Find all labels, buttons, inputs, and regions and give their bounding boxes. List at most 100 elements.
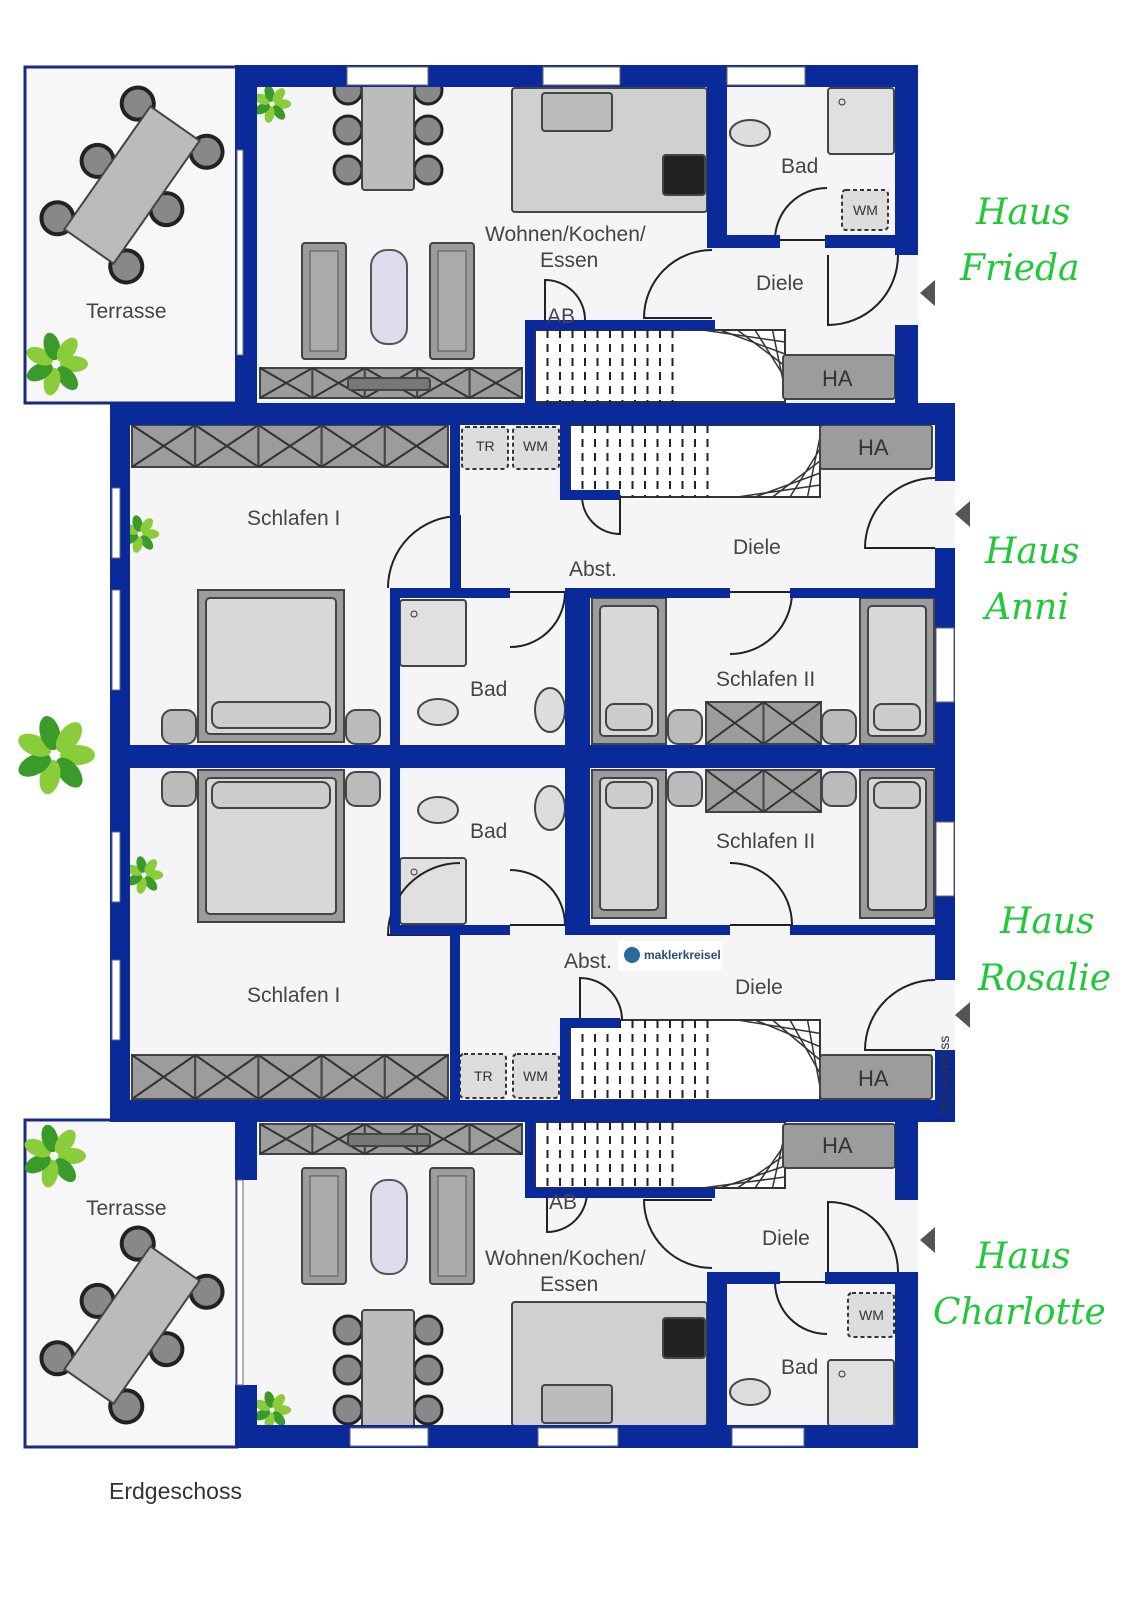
chair (412, 154, 444, 186)
stair-step (702, 1176, 786, 1189)
furniture (18, 69, 970, 1431)
wall (565, 588, 590, 748)
armchair-seat (309, 250, 339, 352)
wall (895, 1120, 918, 1200)
nightstand (161, 771, 197, 807)
chair (332, 1394, 364, 1426)
house-name-2: Charlotte (933, 1292, 1106, 1333)
leaf (264, 85, 275, 102)
room-label-living-2: Essen (540, 1273, 598, 1296)
wall (525, 320, 535, 405)
window (726, 66, 806, 86)
plant-icon (254, 1391, 292, 1429)
wardrobe-cross (257, 1054, 323, 1100)
chair (412, 1314, 444, 1346)
room-label-hall: Diele (756, 272, 804, 295)
wall (390, 588, 510, 598)
wall (235, 1120, 257, 1180)
wall (110, 403, 955, 425)
wardrobe-cross (469, 367, 523, 399)
label-wm: WM (859, 1307, 884, 1323)
drain-icon (410, 610, 418, 618)
entry-door-swing (827, 1200, 899, 1273)
nightstand (821, 771, 857, 807)
armchair-seat (309, 1175, 339, 1277)
window (236, 149, 244, 356)
wardrobe (131, 1054, 449, 1100)
floor-label: Erdgeschoss (109, 1478, 242, 1504)
door-swing (729, 862, 794, 926)
wardrobe (705, 701, 822, 745)
wall (390, 588, 400, 748)
wall (450, 935, 460, 1100)
wall (707, 235, 780, 248)
wardrobe-cross (259, 1123, 313, 1155)
coffee-table (370, 249, 408, 345)
dryer-icon (461, 426, 509, 470)
house-rosalie: Schlafen I Schlafen II Bad Diele Abst. H… (247, 820, 1111, 1091)
window (349, 1427, 429, 1447)
wall (525, 1188, 715, 1198)
wall (565, 588, 730, 598)
leaf (272, 88, 286, 103)
wardrobe-cross (131, 1054, 196, 1100)
room-label-ab: AB (547, 305, 575, 328)
wardrobe-cross (705, 769, 765, 813)
wardrobe (259, 1123, 524, 1155)
stair-step (754, 329, 786, 379)
stair-step (772, 460, 821, 498)
house-name-2: Anni (982, 587, 1069, 628)
house-name: Haus (975, 1236, 1071, 1277)
chair (332, 1354, 364, 1386)
wall (235, 1385, 257, 1448)
room-label-storage: Abst. (569, 558, 617, 581)
leaf (43, 332, 61, 361)
entry-door-swing (863, 979, 936, 1051)
wall (525, 320, 715, 330)
wall (110, 745, 955, 768)
wall (565, 925, 730, 935)
stair-step (702, 329, 786, 343)
toilet-icon (417, 698, 459, 726)
window (236, 1179, 244, 1386)
house-name: Haus (999, 901, 1095, 942)
wardrobe-cross (416, 1123, 471, 1155)
chair (412, 1354, 444, 1386)
nightstand (345, 771, 381, 807)
pillow (605, 703, 653, 731)
mattress (867, 777, 927, 911)
window (731, 1427, 805, 1447)
room-label-bedroom-1: Schlafen I (247, 984, 340, 1007)
staircase (569, 424, 821, 498)
leaf (56, 366, 79, 391)
house-name-2: Rosalie (977, 958, 1111, 999)
wall (560, 425, 570, 495)
wall (935, 403, 955, 481)
leaf (272, 1394, 286, 1409)
leaf (54, 1129, 76, 1155)
wall (560, 490, 620, 500)
label-wm: WM (853, 202, 878, 218)
nightstand (667, 771, 703, 807)
wall (565, 768, 590, 928)
wardrobe-cross (194, 424, 259, 468)
window (111, 589, 121, 691)
wardrobe (131, 424, 449, 468)
leaf (41, 1124, 59, 1153)
plant-icon (26, 332, 88, 396)
plant-icon (254, 85, 292, 123)
shower-tray (399, 599, 467, 667)
house-frieda: Terrasse Wohnen/Kochen/ Essen Bad Diele … (86, 155, 1080, 391)
door-swing (581, 495, 621, 536)
stair-step (737, 484, 821, 498)
room-label-bath: Bad (781, 1356, 818, 1379)
wardrobe-cross (311, 1123, 366, 1155)
ab-door-swing (546, 1191, 588, 1234)
label-tr: TR (474, 1068, 493, 1084)
washing-machine-icon (512, 426, 560, 470)
leaf (56, 337, 78, 363)
room-label-living: Wohnen/Kochen/ (485, 1247, 646, 1270)
nightstand (821, 709, 857, 745)
armchair-seat (437, 250, 467, 352)
dining-table (361, 69, 415, 191)
